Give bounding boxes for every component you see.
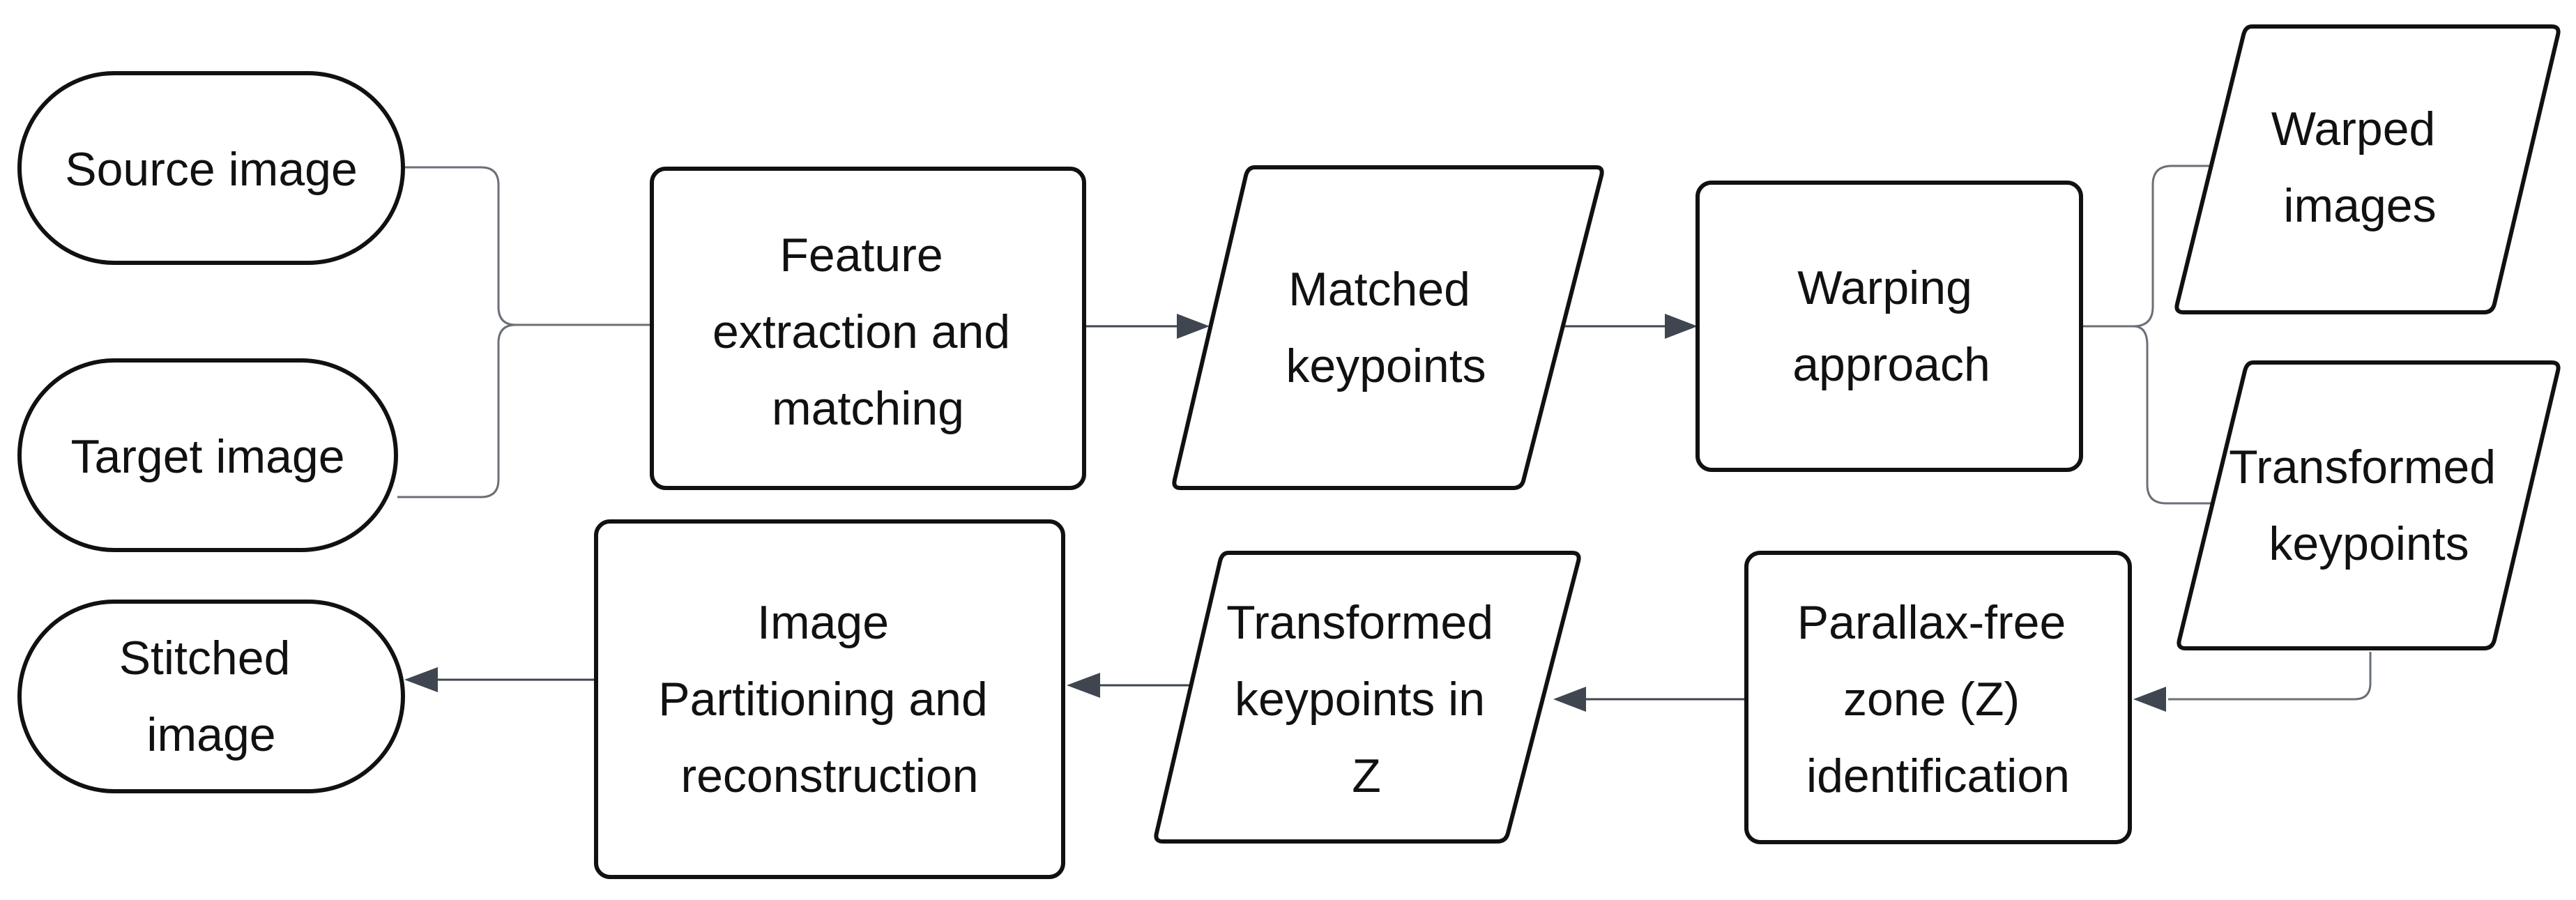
image-partitioning-label-line-2: Partitioning and	[658, 673, 988, 726]
connector-source-to-merge	[404, 166, 652, 326]
node-parallax-free-zone: Parallax-free zone (Z) identification	[1744, 551, 2132, 844]
node-feature-extraction: Feature extraction and matching	[650, 167, 1086, 490]
feature-extraction-shape	[650, 167, 1086, 490]
target-image-label: Target image	[70, 430, 344, 483]
node-transformed-keypoints-in-z: Transformed keypoints in Z	[1154, 551, 1581, 844]
feature-extraction-label-line-2: extraction and	[712, 305, 1010, 358]
warped-images-label: Warped images	[2271, 102, 2448, 232]
arrowhead-parallax-to-transformed-z	[1553, 687, 1586, 712]
node-transformed-keypoints: Transformed keypoints	[2177, 360, 2561, 650]
source-image-label-line: Source image	[65, 143, 358, 196]
connector-transformed-to-parallax	[2168, 652, 2372, 701]
flow-nodes: Source image Target image Stitched image…	[17, 24, 2561, 879]
parallax-free-zone-label-line-1: Parallax-free	[1797, 596, 2066, 649]
node-image-partitioning: Image Partitioning and reconstruction	[594, 519, 1065, 879]
image-partitioning-shape	[594, 519, 1065, 879]
node-source-image: Source image	[17, 71, 405, 265]
warping-approach-label-line-1: Warping	[1797, 261, 1972, 314]
node-matched-keypoints: Matched keypoints	[1172, 165, 1604, 490]
warped-images-label-line-2: images	[2283, 179, 2436, 232]
transformed-keypoints-in-z-shape	[1154, 551, 1581, 844]
arrowhead-transformed-z-to-partition	[1067, 673, 1100, 698]
connector-warping-to-warped	[2083, 165, 2217, 328]
matched-keypoints-label: Matched keypoints	[1286, 263, 1486, 392]
connector-warping-to-transformed	[2133, 325, 2213, 505]
flow-connectors	[397, 165, 2372, 712]
transformed-keypoints-in-z-label-line-3: Z	[1352, 749, 1381, 802]
arrowhead-transformed-to-parallax	[2133, 687, 2166, 712]
parallax-free-zone-label-line-3: identification	[1806, 749, 2070, 802]
matched-keypoints-label-line-2: keypoints	[1286, 340, 1486, 392]
feature-extraction-label-line-1: Feature	[779, 229, 943, 282]
feature-extraction-label: Feature extraction and matching	[712, 229, 1023, 435]
source-image-shape	[17, 71, 405, 265]
warped-images-label-line-1: Warped	[2271, 102, 2436, 155]
warping-approach-label: Warping approach	[1792, 261, 1990, 391]
warped-images-shape	[2174, 24, 2561, 314]
matched-keypoints-shape	[1172, 165, 1604, 490]
parallax-free-zone-shape	[1744, 551, 2132, 844]
transformed-keypoints-label: Transformed keypoints	[2229, 441, 2509, 570]
node-stitched-image: Stitched image	[17, 600, 405, 793]
parallax-free-zone-label: Parallax-free zone (Z) identification	[1797, 596, 2079, 802]
transformed-keypoints-in-z-label-line-1: Transformed	[1226, 596, 1493, 649]
arrowhead-feature-to-matched	[1177, 314, 1210, 339]
stitched-image-shape	[17, 600, 405, 793]
target-image-shape	[17, 358, 398, 552]
transformed-keypoints-label-line-2: keypoints	[2269, 517, 2469, 570]
image-partitioning-label: Image Partitioning and reconstruction	[658, 596, 1000, 802]
node-target-image: Target image	[17, 358, 398, 552]
source-image-label: Source image	[65, 143, 358, 196]
feature-extraction-label-line-3: matching	[772, 382, 964, 435]
node-warping-approach: Warping approach	[1695, 181, 2083, 472]
matched-keypoints-label-line-1: Matched	[1288, 263, 1470, 316]
stitched-image-label-line-1: Stitched	[119, 632, 291, 685]
arrowhead-matched-to-warping	[1665, 314, 1698, 339]
warping-approach-shape	[1695, 181, 2083, 472]
parallax-free-zone-label-line-2: zone (Z)	[1843, 673, 2020, 726]
stitched-image-label-line-2: image	[146, 708, 275, 761]
connector-target-to-merge	[397, 323, 517, 498]
transformed-keypoints-shape	[2177, 360, 2561, 650]
image-partitioning-label-line-1: Image	[757, 596, 889, 649]
transformed-keypoints-in-z-label: Transformed keypoints in Z	[1226, 596, 1507, 802]
arrowhead-partition-to-stitched	[404, 667, 438, 692]
transformed-keypoints-label-line-1: Transformed	[2229, 441, 2496, 494]
transformed-keypoints-in-z-label-line-2: keypoints in	[1235, 673, 1485, 726]
warping-approach-label-line-2: approach	[1792, 338, 1990, 391]
target-image-label-line: Target image	[70, 430, 344, 483]
stitched-image-label: Stitched image	[119, 632, 304, 761]
image-partitioning-label-line-3: reconstruction	[680, 749, 978, 802]
node-warped-images: Warped images	[2174, 24, 2561, 314]
